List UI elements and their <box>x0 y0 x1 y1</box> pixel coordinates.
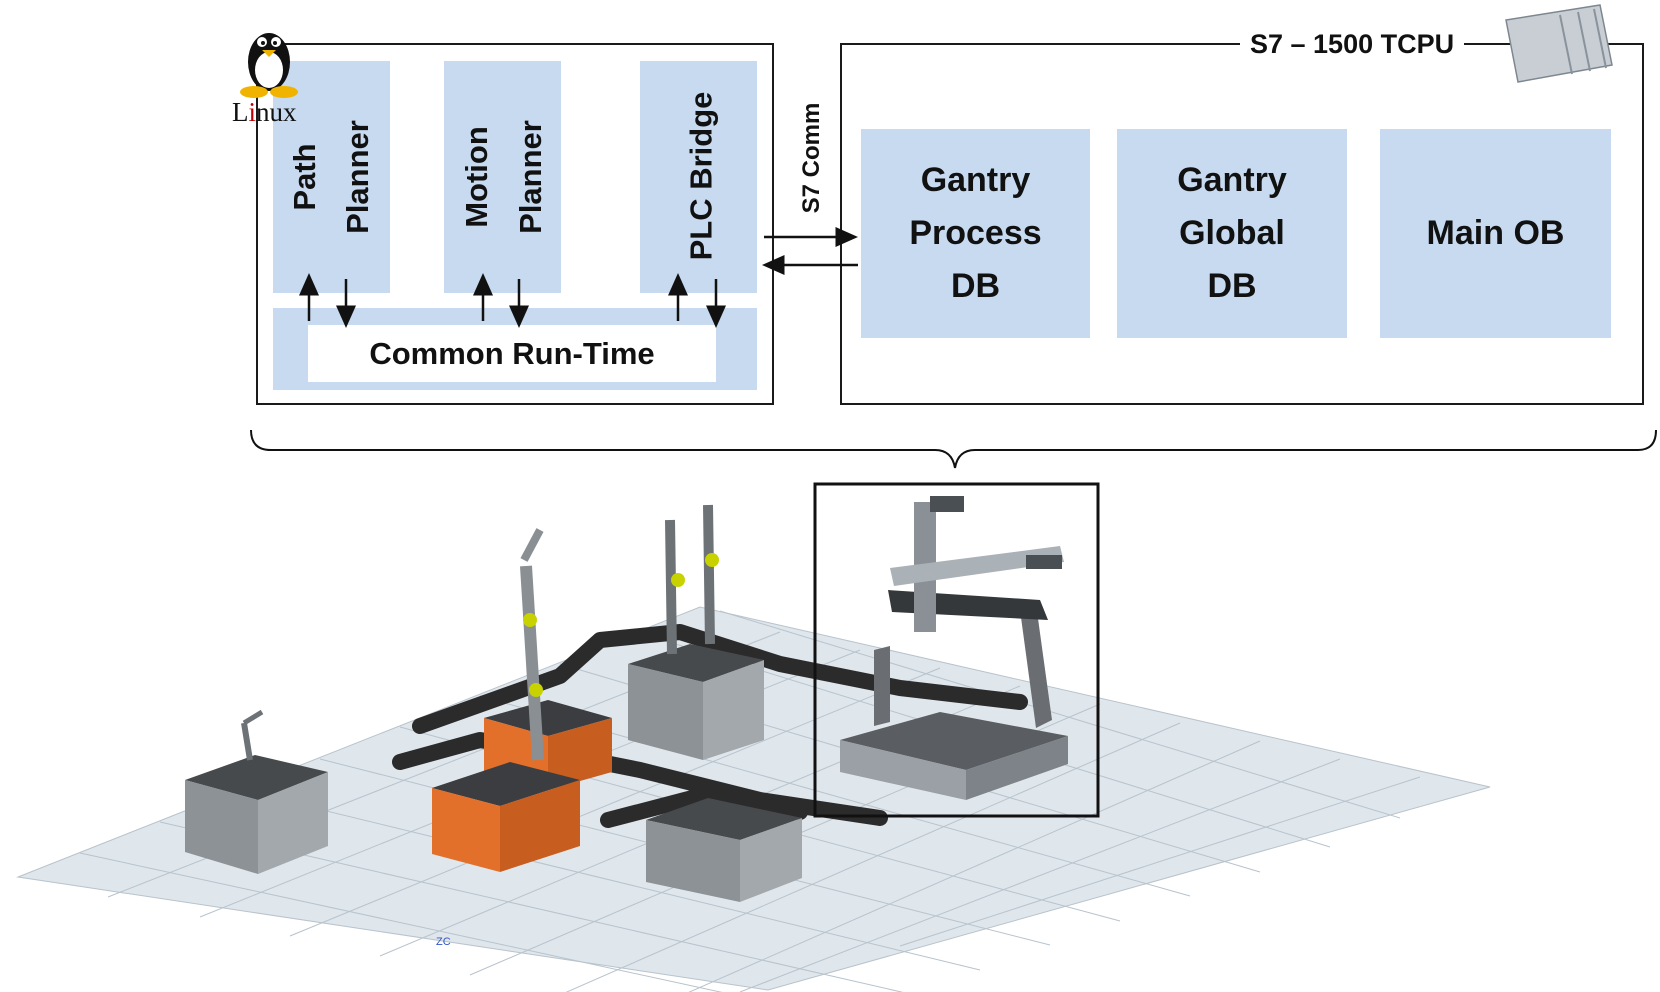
main-ob-block: Main OB <box>1380 129 1611 338</box>
ggdb-line3: DB <box>1207 267 1257 305</box>
ggdb-line2: Global <box>1179 214 1285 252</box>
plc-bridge-block <box>640 61 757 293</box>
gpdb-line1: Gantry <box>920 161 1031 199</box>
main-ob-label: Main OB <box>1426 214 1565 252</box>
left-cabinet <box>185 709 328 874</box>
front-cabinet <box>646 798 802 902</box>
grouping-brace <box>250 429 1657 469</box>
runtime-arrows <box>299 273 726 328</box>
gantry-highlight-box <box>813 482 1100 818</box>
runtime-label: Common Run-Time <box>308 325 716 382</box>
tux-penguin-icon <box>240 33 298 98</box>
center-cabinet <box>628 504 764 760</box>
axis-label: ZC <box>436 936 451 948</box>
linux-label-i: i <box>248 97 257 127</box>
linux-label-l: L <box>232 97 249 127</box>
motion-planner-block <box>444 61 561 293</box>
path-planner-block <box>273 61 390 293</box>
s7-comm-arrows <box>762 227 858 275</box>
ggdb-line1: Gantry <box>1177 161 1287 199</box>
gantry-robot <box>840 496 1068 800</box>
orange-mobile-robots <box>432 565 612 872</box>
plc-hardware-icon <box>1505 4 1613 83</box>
linux-label: Linux <box>232 97 297 128</box>
linux-label-rest: nux <box>256 97 297 127</box>
factory-cell-3d-render <box>16 482 1491 992</box>
gantry-process-db-block: Gantry Process DB <box>861 129 1090 338</box>
gpdb-line3: DB <box>950 267 1001 305</box>
cpu-title: S7 – 1500 TCPU <box>1240 27 1465 61</box>
gpdb-line2: Process <box>909 214 1042 252</box>
gantry-global-db-block: Gantry Global DB <box>1117 129 1347 338</box>
